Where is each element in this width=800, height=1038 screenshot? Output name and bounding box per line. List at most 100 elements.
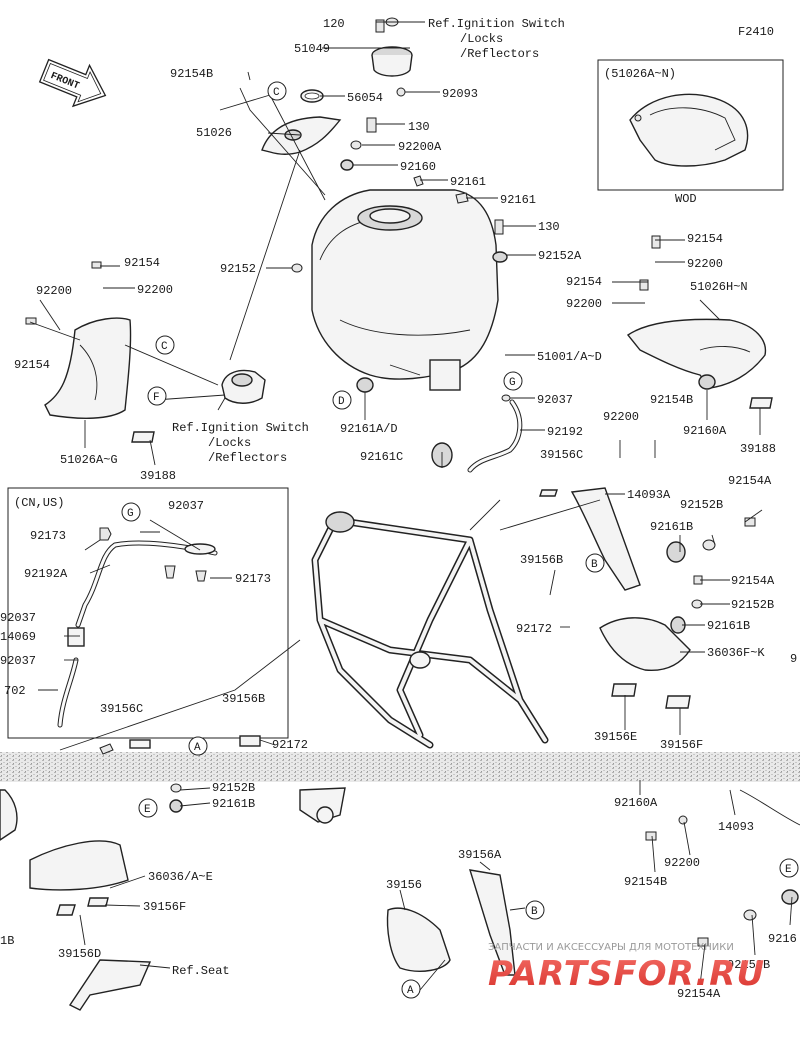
part-label: 92192A <box>24 567 68 581</box>
part-label: 39156B <box>520 553 563 567</box>
callout-letter: /Reflectors <box>460 47 539 61</box>
part-label: 92200 <box>137 283 173 297</box>
ref-ignition-mid: Ref.Ignition Switch /Locks /Reflectors <box>172 421 309 465</box>
part-label: 130 <box>408 120 430 134</box>
part-label: 92154 <box>687 232 723 246</box>
part-label: 92093 <box>442 87 478 101</box>
part-label: 92154A <box>731 574 775 588</box>
callout-letter: C <box>273 87 280 99</box>
part-label: 92200 <box>664 856 700 870</box>
part-label: 1B <box>0 934 14 948</box>
figure-code: F2410 <box>738 25 774 39</box>
crop-seam <box>0 752 800 782</box>
callout-letter: D <box>338 396 345 408</box>
part-label: 39188 <box>740 442 776 456</box>
part-label: 92154 <box>566 275 602 289</box>
part-label: 9216 <box>768 932 797 946</box>
part-label: 92154B <box>170 67 213 81</box>
wod-inset-box <box>597 59 784 191</box>
part-label: 92200 <box>603 410 639 424</box>
part-label: 39156F <box>143 900 186 914</box>
part-label: 39156C <box>540 448 583 462</box>
part-label: 39156B <box>222 692 265 706</box>
part-label: 92172 <box>516 622 552 636</box>
part-label: 39188 <box>140 469 176 483</box>
callout-letter: /Reflectors <box>208 451 287 465</box>
part-label: 92173 <box>30 529 66 543</box>
part-label: 92161A/D <box>340 422 398 436</box>
ref-ignition-top: Ref.Ignition Switch /Locks /Reflectors <box>428 17 565 61</box>
main-frame <box>311 511 549 749</box>
part-label: 92154A <box>728 474 772 488</box>
part-label: 92154A <box>677 987 721 1001</box>
ref-seat: Ref.Seat <box>172 964 230 978</box>
cn-us-hose-assembly <box>57 527 218 728</box>
callout-letter: ЗАПЧАСТИ И АКСЕССУАРЫ ДЛЯ МОТОТЕХНИКИ <box>488 942 734 953</box>
callout-letter: E <box>785 864 792 876</box>
part-label: 56054 <box>347 91 383 105</box>
wod-cover-drawing <box>629 93 749 167</box>
part-label: 92037 <box>0 654 36 668</box>
part-label: 39156A <box>458 848 502 862</box>
cover-51026 <box>247 71 342 155</box>
part-label: 92173 <box>235 572 271 586</box>
part-label: 92154 <box>14 358 50 372</box>
part-label: 92152A <box>538 249 582 263</box>
side-cover-right <box>626 235 773 409</box>
callout-letter: Ref.Ignition Switch <box>172 421 309 435</box>
part-label: 92152B <box>731 598 774 612</box>
callout-letter: G <box>509 377 516 389</box>
lower-leaders <box>79 739 793 991</box>
part-label: 92161 <box>500 193 536 207</box>
part-label: 92160A <box>614 796 658 810</box>
part-label: 92161C <box>360 450 403 464</box>
side-cover-left <box>25 261 155 443</box>
part-label: 92200 <box>687 257 723 271</box>
callout-letter: G <box>127 508 134 520</box>
drain-hose-92192 <box>467 399 523 473</box>
cn-us-inset-box <box>7 487 289 739</box>
part-label: 92192 <box>547 425 583 439</box>
part-label: 51026A~G <box>60 453 118 467</box>
filler-cap-assembly <box>300 17 413 103</box>
part-label: 92160A <box>683 424 727 438</box>
part-label: 36036/A~E <box>148 870 213 884</box>
part-label: 39156D <box>58 947 101 961</box>
part-label: 92037 <box>537 393 573 407</box>
part-label: 51026H~N <box>690 280 748 294</box>
part-label: 92161B <box>707 619 750 633</box>
part-label: 51049 <box>294 42 330 56</box>
part-label: 92200A <box>398 140 442 154</box>
part-label: 39156 <box>386 878 422 892</box>
watermark-logo: PARTSFOR.RU <box>488 954 765 994</box>
part-label: 14093A <box>627 488 671 502</box>
rear-cover-right <box>599 617 691 709</box>
part-label: 92152B <box>212 781 255 795</box>
part-label: 92152 <box>220 262 256 276</box>
front-arrow: FRONT <box>38 58 107 108</box>
callout-letter: /Locks <box>460 32 503 46</box>
callout-letter: Ref.Ignition Switch <box>428 17 565 31</box>
cn-us-inset-title: (CN,US) <box>14 496 64 510</box>
part-labels: 120 51049 92154B 56054 92093 51026 130 9… <box>0 17 797 1001</box>
part-label: 36036F~K <box>707 646 765 660</box>
part-label: 92152B <box>727 958 770 972</box>
part-label: 92037 <box>168 499 204 513</box>
part-label: 92161 <box>450 175 486 189</box>
callout-letter: F <box>153 392 160 404</box>
part-label: 130 <box>538 220 560 234</box>
leader-lines <box>29 21 763 751</box>
part-label: 92172 <box>272 738 308 752</box>
callout-letter: E <box>144 804 151 816</box>
callout-letter: B <box>531 906 538 918</box>
callout-letter: A <box>407 985 414 997</box>
watermark: ЗАПЧАСТИ И АКСЕССУАРЫ ДЛЯ МОТОТЕХНИКИ PA… <box>488 942 765 994</box>
wod-inset-title: (51026A~N) <box>604 67 676 81</box>
part-label: 120 <box>323 17 345 31</box>
part-label: 51026 <box>196 126 232 140</box>
callout-letter: A <box>194 742 201 754</box>
part-label: 92154 <box>124 256 160 270</box>
callout-letter: B <box>591 559 598 571</box>
part-label: 51001/A~D <box>537 350 602 364</box>
